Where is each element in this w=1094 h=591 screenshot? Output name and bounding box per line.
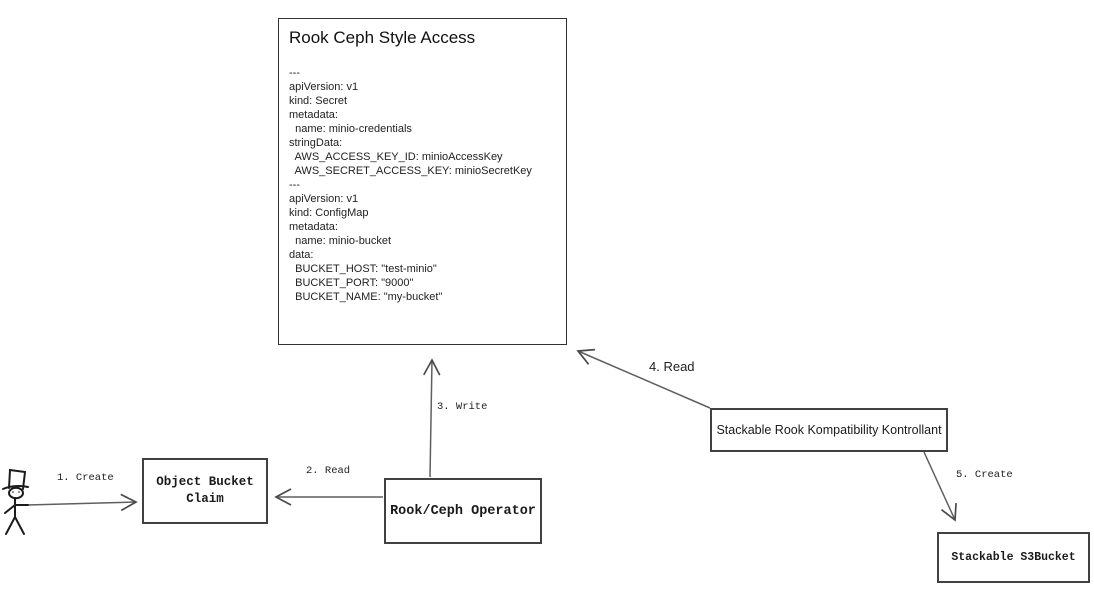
edge-5-create-arrow xyxy=(923,451,957,522)
yaml-line: AWS_SECRET_ACCESS_KEY: minioSecretKey xyxy=(289,165,532,177)
edge-label-2-read: 2. Read xyxy=(306,465,351,477)
yaml-line: metadata: xyxy=(289,109,338,121)
yaml-line: --- xyxy=(289,67,300,79)
edge-label-3-write: 3. Write xyxy=(437,401,488,413)
edge-3-write-arrow xyxy=(423,358,441,478)
node-rook-ceph-operator: Rook/Ceph Operator xyxy=(384,478,542,544)
stick-figure-top-hat-icon xyxy=(2,468,29,535)
yaml-line: metadata: xyxy=(289,221,338,233)
yaml-line: kind: ConfigMap xyxy=(289,207,369,219)
yaml-line: BUCKET_NAME: "my-bucket" xyxy=(289,291,443,303)
yaml-line: name: minio-bucket xyxy=(289,235,392,247)
node-stackable-s3bucket: Stackable S3Bucket xyxy=(937,532,1090,583)
edge-label-5-create: 5. Create xyxy=(956,469,1013,481)
edge-label-1-create: 1. Create xyxy=(57,472,114,484)
node-object-bucket-claim: Object Bucket Claim xyxy=(142,458,268,524)
edge-label-4-read: 4. Read xyxy=(649,359,695,374)
yaml-line: kind: Secret xyxy=(289,95,348,107)
yaml-line: name: minio-credentials xyxy=(289,123,412,135)
yaml-line: AWS_ACCESS_KEY_ID: minioAccessKey xyxy=(289,151,503,163)
yaml-line: --- xyxy=(289,179,300,191)
yaml-manifest: --- apiVersion: v1 kind: Secret metadata… xyxy=(279,66,566,304)
yaml-line: data: xyxy=(289,249,314,261)
edge-1-create-arrow xyxy=(26,493,138,512)
yaml-line: apiVersion: v1 xyxy=(289,193,359,205)
node-rook-ceph-style-access: Rook Ceph Style Access --- apiVersion: v… xyxy=(278,18,567,345)
yaml-line: stringData: xyxy=(289,137,343,149)
yaml-line: BUCKET_HOST: "test-minio" xyxy=(289,263,437,275)
node-stackable-rook-kompatibility-kontrollant: Stackable Rook Kompatibility Kontrollant xyxy=(710,408,948,452)
node-rook-box-title: Rook Ceph Style Access xyxy=(289,28,476,47)
yaml-line: BUCKET_PORT: "9000" xyxy=(289,277,414,289)
yaml-line: apiVersion: v1 xyxy=(289,81,359,93)
